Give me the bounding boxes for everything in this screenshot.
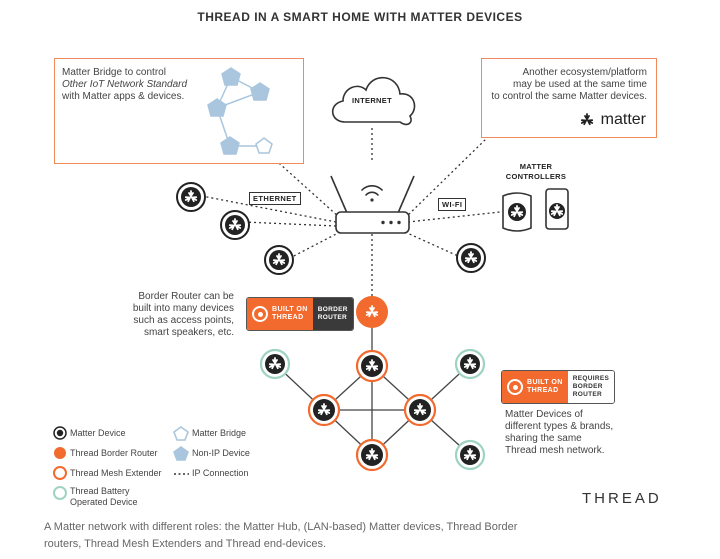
built-on-thread-requires-border-router-badge: BUILT ON THREAD REQUIRES BORDER ROUTER xyxy=(501,370,616,404)
phone-icon xyxy=(545,188,569,230)
caption-line1: A Matter network with different roles: t… xyxy=(44,521,518,533)
ip-connections xyxy=(201,128,501,296)
legend-ip-connection: IP Connection xyxy=(192,468,249,478)
thread-ring-icon xyxy=(252,306,268,322)
legend-thread-battery-line1: Thread Battery xyxy=(70,486,130,496)
wifi-signal-icon xyxy=(361,185,383,202)
border-router-note-line3: such as access points, xyxy=(133,315,234,326)
badge-req-left-2: THREAD xyxy=(527,387,559,394)
caption-line2: routers, Thread Mesh Extenders and Threa… xyxy=(44,538,327,550)
border-router-note-line1: Border Router can be xyxy=(138,291,234,302)
badge-req-right-1: REQUIRES xyxy=(572,375,610,382)
cloud-icon xyxy=(331,76,416,126)
devices-note-line2: different types & brands, xyxy=(505,421,614,432)
ecosystem-box-line3: to control the same Matter devices. xyxy=(491,91,647,102)
thread-battery-device-icon xyxy=(259,348,291,380)
legend-thread-battery-icon xyxy=(53,486,67,500)
wifi-label: WI-FI xyxy=(438,198,467,211)
devices-note-line4: Thread mesh network. xyxy=(505,445,605,456)
badge-req-left-1: BUILT ON xyxy=(527,379,563,386)
matter-device-icon xyxy=(220,210,250,240)
border-router-note-line2: built into many devices xyxy=(132,303,234,314)
ecosystem-box: Another ecosystem/platform may be used a… xyxy=(481,58,657,138)
thread-border-router-icon xyxy=(356,296,388,328)
legend-matter-bridge: Matter Bridge xyxy=(192,428,247,438)
thread-ring-icon xyxy=(507,379,523,395)
badge-br-right-1: BORDER xyxy=(317,306,348,313)
ethernet-label: ETHERNET xyxy=(249,192,301,205)
internet-label: INTERNET xyxy=(352,96,392,105)
ecosystem-box-line2: may be used at the same time xyxy=(513,79,647,90)
thread-mesh-links xyxy=(274,312,471,456)
bridge-box-line3: with Matter apps & devices. xyxy=(62,91,185,102)
thread-mesh-extender-icon xyxy=(355,349,389,383)
border-router-note: Border Router can be built into many dev… xyxy=(96,291,234,339)
legend-thread-border-router-icon xyxy=(54,447,66,459)
smart-speaker-icon xyxy=(502,192,532,232)
ecosystem-box-line1: Another ecosystem/platform xyxy=(522,67,648,78)
thread-mesh-extender-icon xyxy=(307,393,341,427)
thread-battery-device-icon xyxy=(454,439,486,471)
border-router-note-line4: smart speakers, etc. xyxy=(143,327,234,338)
thread-mesh-extender-icon xyxy=(355,438,389,472)
matter-controllers-label: MATTER CONTROLLERS xyxy=(496,162,576,182)
legend-thread-border-router: Thread Border Router xyxy=(70,448,158,458)
matter-logo-text: matter xyxy=(600,111,646,128)
matter-logo: matter xyxy=(579,111,646,129)
matter-device-icon xyxy=(176,182,206,212)
badge-req-right-2: BORDER xyxy=(572,383,603,390)
thread-logo: THREAD xyxy=(582,490,662,507)
diagram-title: THREAD IN A SMART HOME WITH MATTER DEVIC… xyxy=(197,10,523,24)
bridge-box-line1: Matter Bridge to control xyxy=(62,67,166,78)
matter-device-icon xyxy=(264,245,294,275)
badge-br-left-1: BUILT ON xyxy=(272,306,308,313)
bridge-box-line2: Other IoT Network Standard xyxy=(62,79,188,90)
legend-matter-bridge-icon xyxy=(173,426,189,441)
devices-note-line3: sharing the same xyxy=(505,433,582,444)
badge-br-right-2: ROUTER xyxy=(317,314,347,321)
legend-thread-battery: Thread Battery Operated Device xyxy=(70,486,138,508)
controllers-label-line2: CONTROLLERS xyxy=(505,172,567,181)
legend-non-ip-device: Non-IP Device xyxy=(192,448,250,458)
router-icon xyxy=(330,175,415,234)
thread-mesh-extender-icon xyxy=(403,393,437,427)
badge-req-right-3: ROUTER xyxy=(572,391,602,398)
badge-br-left-2: THREAD xyxy=(272,314,304,321)
built-on-thread-border-router-badge: BUILT ON THREAD BORDER ROUTER xyxy=(246,297,354,331)
devices-note: Matter Devices of different types & bran… xyxy=(505,409,645,457)
legend-matter-device: Matter Device xyxy=(70,428,126,438)
bridge-box: Matter Bridge to control Other IoT Netwo… xyxy=(54,58,304,164)
legend-icons xyxy=(53,426,189,500)
legend-thread-mesh-extender: Thread Mesh Extender xyxy=(70,468,162,478)
legend-thread-battery-line2: Operated Device xyxy=(70,497,138,507)
controllers-label-line1: MATTER xyxy=(519,162,553,171)
legend-thread-mesh-extender-icon xyxy=(53,466,67,480)
thread-battery-device-icon xyxy=(454,348,486,380)
caption: A Matter network with different roles: t… xyxy=(44,519,684,553)
devices-note-line1: Matter Devices of xyxy=(505,409,583,420)
matter-logo-icon xyxy=(580,113,593,126)
matter-device-icon xyxy=(456,243,486,273)
legend-non-ip-device-icon xyxy=(173,446,189,461)
